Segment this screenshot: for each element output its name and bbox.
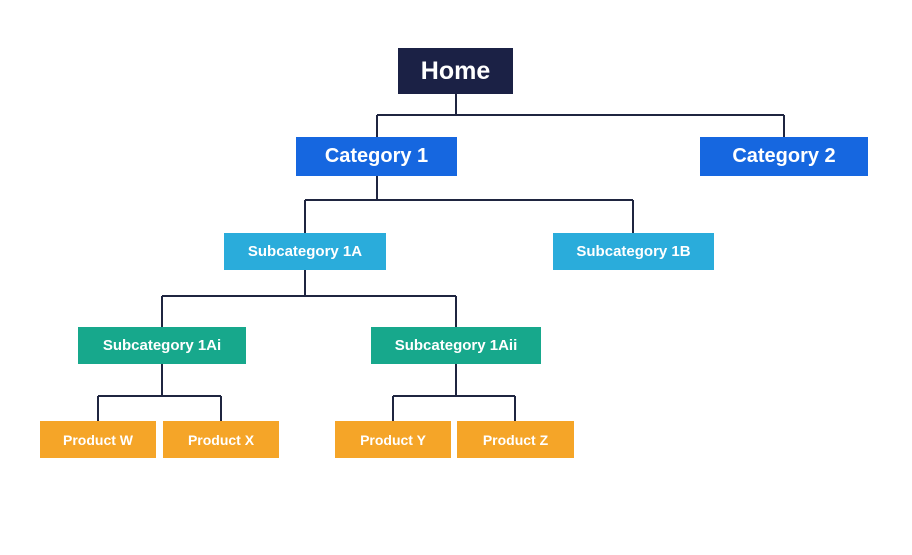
connector-home-to-categories xyxy=(376,94,785,137)
node-product-x: Product X xyxy=(163,421,279,458)
node-category-2: Category 2 xyxy=(700,137,868,176)
node-subcategory-1ai: Subcategory 1Ai xyxy=(78,327,246,364)
node-product-w: Product W xyxy=(40,421,156,458)
node-product-z: Product Z xyxy=(457,421,574,458)
connector-subcategory1aii-to-products xyxy=(392,364,516,421)
connector-subcategory1a-to-children xyxy=(161,270,457,327)
node-home: Home xyxy=(398,48,513,94)
connector-category1-to-subcategories xyxy=(304,176,634,233)
connector-subcategory1ai-to-products xyxy=(97,364,222,421)
node-category-1: Category 1 xyxy=(296,137,457,176)
node-subcategory-1a: Subcategory 1A xyxy=(224,233,386,270)
node-product-y: Product Y xyxy=(335,421,451,458)
node-subcategory-1aii: Subcategory 1Aii xyxy=(371,327,541,364)
node-subcategory-1b: Subcategory 1B xyxy=(553,233,714,270)
